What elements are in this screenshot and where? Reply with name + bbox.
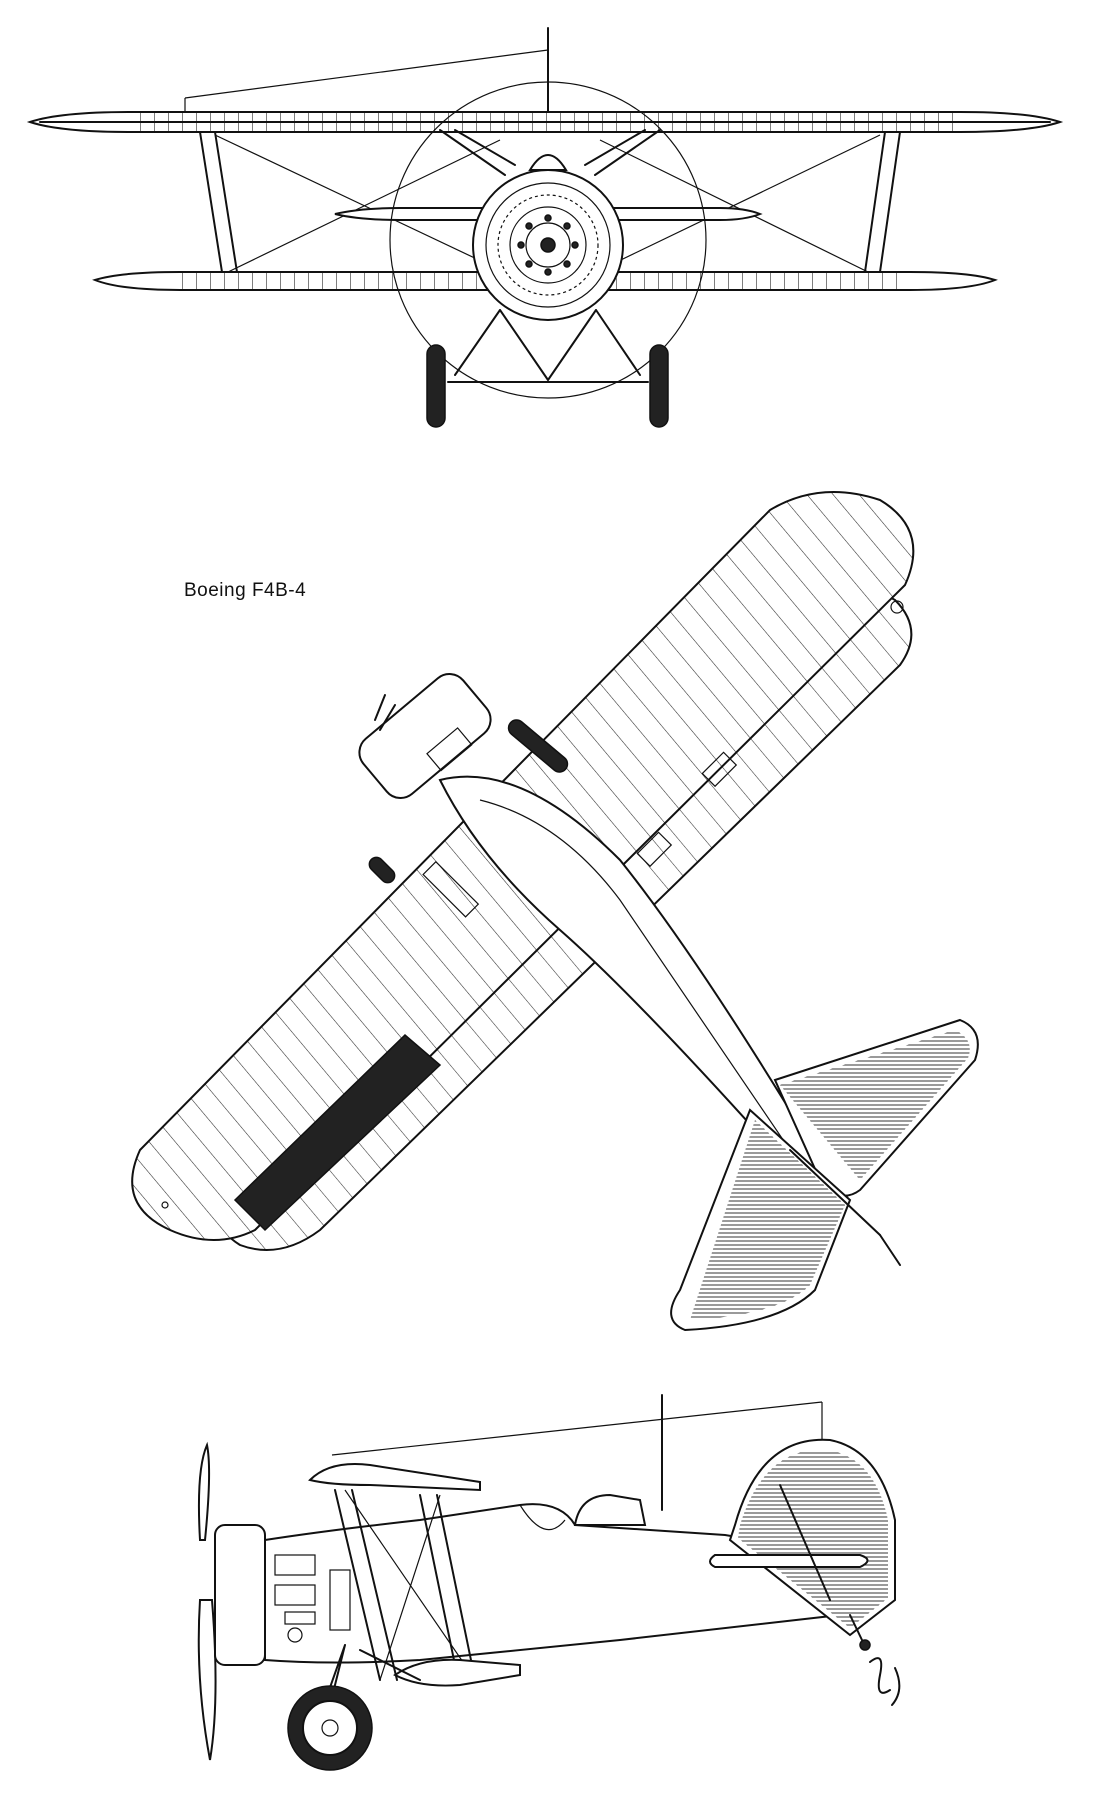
propeller-spinner-top: [374, 694, 396, 731]
side-view: [197, 1394, 901, 1771]
antenna-wire: [184, 49, 549, 99]
artist-signature: [869, 1657, 901, 1706]
antenna-wire-side: [331, 1401, 823, 1456]
front-view: [26, 27, 1064, 428]
propeller-disc: [389, 81, 707, 399]
wheel-planform-left: [368, 856, 396, 884]
engine-cowling-planform: [358, 673, 492, 799]
tail-fin-side: [709, 1438, 896, 1637]
right-wheel: [649, 344, 669, 428]
engine-detail: [274, 1554, 351, 1643]
interplane-strut-left: [199, 131, 238, 273]
planform-view: [131, 491, 979, 1332]
radial-engine-cylinders: [497, 194, 599, 296]
propeller-blade-lower: [197, 1599, 217, 1761]
drawing-caption: Boeing F4B-4: [184, 580, 307, 601]
headrest: [573, 1493, 647, 1526]
wheel-planform-right: [507, 719, 569, 773]
landing-gear-struts: [447, 309, 649, 383]
aileron-shaded: [233, 1033, 442, 1232]
engine-cowling-side: [214, 1524, 266, 1666]
lower-wing-side: [393, 1658, 521, 1687]
tailplane-planform: [670, 1018, 979, 1332]
interplane-struts-side: [334, 1489, 473, 1681]
interplane-strut-right: [864, 131, 901, 273]
tail-skid: [849, 1614, 863, 1641]
propeller-blade-upper: [197, 1441, 211, 1541]
left-wheel: [426, 344, 446, 428]
upper-wing-side: [308, 1463, 481, 1492]
